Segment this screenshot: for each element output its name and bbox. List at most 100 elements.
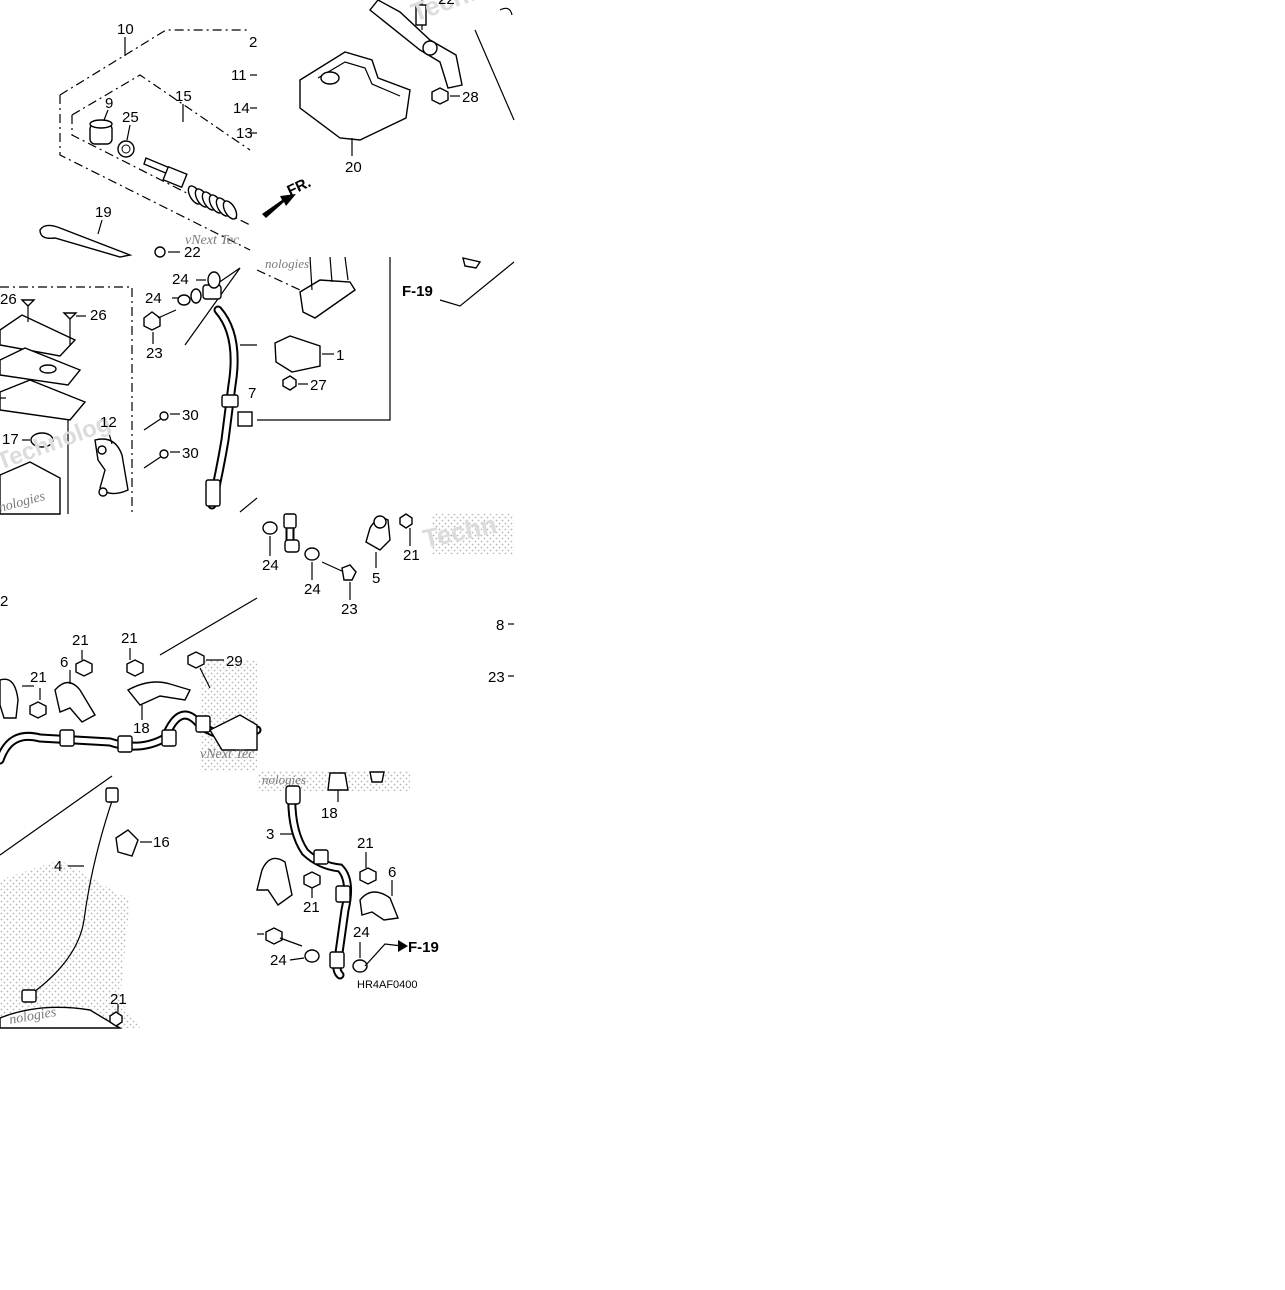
- callout-14: 14: [233, 100, 250, 117]
- washer-part: [190, 288, 202, 304]
- bolt-part: [187, 651, 211, 689]
- callout-23: 23: [488, 669, 505, 686]
- bolt-part: [126, 659, 144, 677]
- hose-clamp-part: [327, 772, 349, 791]
- callout-6: 6: [60, 654, 68, 671]
- brake-light-switch-part: [274, 335, 321, 373]
- brake-lever-part: [39, 224, 133, 258]
- bolt-part: [29, 701, 47, 719]
- callout-28: 28: [462, 89, 479, 106]
- reservoir-cap-part: [0, 314, 77, 357]
- rubber-cap-part: [30, 432, 54, 448]
- callout-16: 16: [153, 834, 170, 851]
- washer-part: [262, 521, 278, 535]
- callout-1: 1: [336, 347, 344, 364]
- callout-24: 24: [262, 557, 279, 574]
- brake-pipe: [29, 797, 114, 996]
- callout-21: 21: [110, 991, 127, 1008]
- bolt-part: [143, 309, 177, 331]
- callout-19: 19: [95, 204, 112, 221]
- screw-part: [143, 449, 169, 469]
- watermark-text: nologies: [265, 256, 309, 271]
- reference-f19-bottom: F-19: [408, 939, 439, 956]
- joint-fitting-part: [0, 1006, 123, 1029]
- reference-f19-top: F-19: [402, 283, 433, 300]
- washer-part: [207, 271, 221, 289]
- washer-part: [304, 949, 320, 963]
- callout-30: 30: [182, 445, 199, 462]
- callout-22: 22: [438, 0, 455, 8]
- lever-pivot-part: [299, 279, 356, 319]
- front-direction-label: FR.: [285, 174, 314, 200]
- stipple-area: [0, 860, 140, 1028]
- callout-25: 25: [122, 109, 139, 126]
- front-direction-arrow-icon: [262, 194, 296, 218]
- bolt-part: [265, 927, 303, 947]
- callout-2: 2: [0, 593, 8, 610]
- banjo-fitting-part: [284, 539, 300, 553]
- watermark-text: vNext Tec: [185, 233, 240, 248]
- hose-clamp-part: [256, 857, 293, 906]
- watermark-text: nologies: [262, 772, 306, 787]
- spring-part: [187, 185, 238, 220]
- callout-9: 9: [105, 95, 113, 112]
- callout-6: 6: [388, 864, 396, 881]
- callout-21: 21: [121, 630, 138, 647]
- piston-part: [143, 157, 188, 189]
- callout-21: 21: [403, 547, 420, 564]
- washer-part: [177, 294, 191, 306]
- callout-26: 26: [90, 307, 107, 324]
- three-way-joint-part: [209, 714, 258, 751]
- callout-3: 3: [266, 826, 274, 843]
- callout-29: 29: [226, 653, 243, 670]
- diaphragm-part: [0, 379, 87, 421]
- tile-reservoir-cover: Techn 22 20 28: [299, 0, 515, 176]
- callout-22: 22: [184, 244, 201, 261]
- bolt-part: [321, 561, 357, 581]
- callout-24: 24: [304, 581, 321, 598]
- callout-24: 24: [270, 952, 287, 969]
- callout-2: 2: [249, 34, 257, 51]
- callout-24: 24: [145, 290, 162, 307]
- watermark-text: vNext Tec: [200, 747, 255, 762]
- tile-middle-hose: 2 vNext Tec 21 21 21 6 29 18: [0, 593, 262, 771]
- callout-26: 26: [0, 291, 17, 308]
- diagram-code: HR4AF0400: [357, 979, 418, 991]
- bolt-part: [359, 867, 377, 885]
- callout-12: 12: [100, 414, 117, 431]
- piston-cup-part: [89, 119, 113, 145]
- tile-brake-switch: nologies F-19 1 27: [256, 256, 515, 421]
- callout-24: 24: [353, 924, 370, 941]
- callout-23: 23: [146, 345, 163, 362]
- callout-5: 5: [372, 570, 380, 587]
- callout-20: 20: [345, 159, 362, 176]
- screw-part: [143, 411, 169, 431]
- washer-part: [304, 547, 320, 561]
- hose-clamp-part: [0, 678, 19, 719]
- pipe-clamp-part: [115, 829, 139, 857]
- callout-13: 13: [236, 125, 253, 142]
- callout-8: 8: [496, 617, 504, 634]
- callout-11: 11: [231, 67, 247, 84]
- callout-10: 10: [117, 21, 134, 38]
- callout-15: 15: [175, 88, 192, 105]
- callout-27: 27: [310, 377, 327, 394]
- callout-7: 7: [248, 385, 256, 402]
- callout-21: 21: [30, 669, 47, 686]
- screw-part: [282, 375, 297, 391]
- hose-clamp-part: [54, 681, 96, 723]
- washer-part: [352, 959, 368, 973]
- bolt-part: [399, 513, 413, 529]
- callout-4: 4: [54, 858, 62, 875]
- hose-clamp-part: [359, 891, 399, 921]
- nut-part: [431, 87, 449, 105]
- callout-21: 21: [357, 835, 374, 852]
- tile-reservoir-body: Technolog nologies 26 26 17 12: [0, 286, 133, 516]
- tile-brake-pipe: nologies 4 16 21: [0, 775, 170, 1029]
- callout-18: 18: [321, 805, 338, 822]
- tile-caliper-joint: Techn 24 24 23 5 21 8 23: [262, 509, 514, 686]
- callout-18: 18: [133, 720, 150, 737]
- reference-arrow-icon: [398, 940, 408, 952]
